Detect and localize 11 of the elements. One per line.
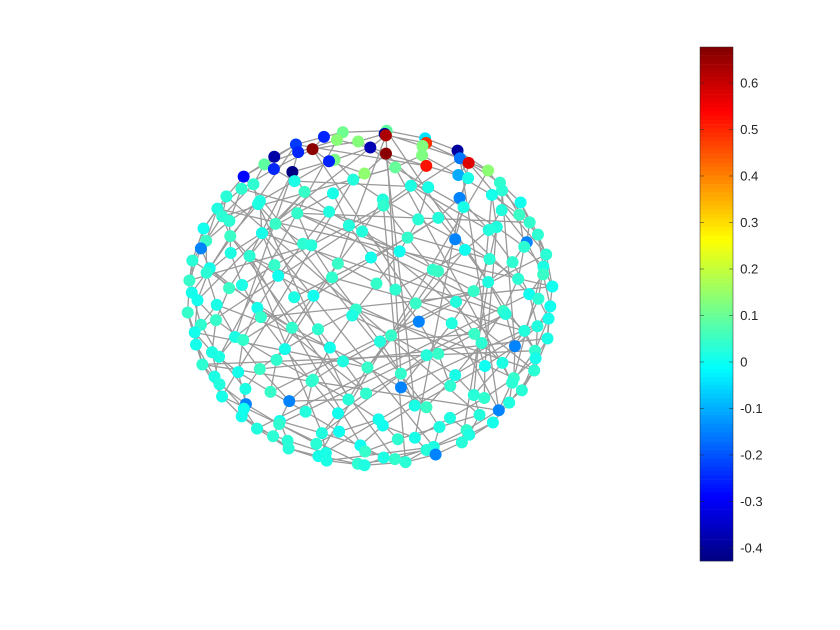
tick-label: 0.4 <box>740 171 758 181</box>
tick-label: 0.3 <box>740 218 758 228</box>
tick-label: -0.1 <box>740 404 762 414</box>
tick-label: -0.2 <box>740 450 762 460</box>
tick-label: -0.3 <box>740 496 762 506</box>
tick-label: 0.1 <box>740 310 758 320</box>
tick-label: 0 <box>740 357 747 367</box>
tick-label: 0.6 <box>740 78 758 88</box>
tick-label: -0.4 <box>740 543 762 553</box>
tick-label: 0.2 <box>740 264 758 274</box>
tick-label: 0.5 <box>740 124 758 134</box>
